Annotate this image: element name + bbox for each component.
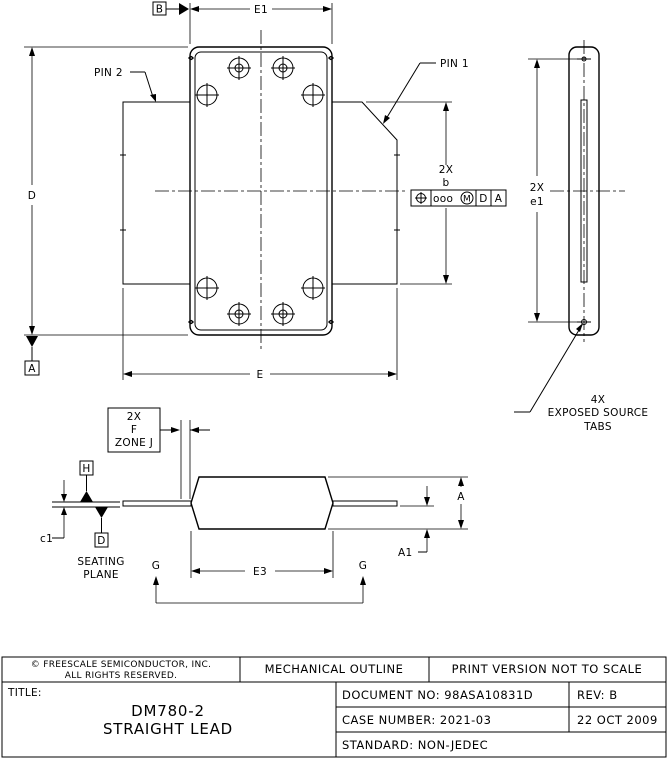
feature-control-frame: ooo M D A (410, 189, 507, 207)
datum-d-label: D (97, 535, 105, 547)
title-label: TITLE: (7, 687, 42, 699)
dim-g-left-label: G (152, 560, 160, 572)
tabs-line1: EXPOSED SOURCE (548, 407, 649, 419)
f-2x: 2X (127, 411, 141, 423)
title-line2: STRAIGHT LEAD (103, 720, 233, 738)
dim-b-label: b (443, 177, 450, 189)
front-lead-left (122, 500, 192, 507)
datum-a-label: A (28, 363, 36, 375)
side-view: 2X e1 4X EXPOSED SOURCE TABS (514, 40, 648, 433)
datum-b-label: B (156, 4, 164, 16)
dim-a-label: A (457, 491, 465, 503)
title-block: © FREESCALE SEMICONDUCTOR, INC. ALL RIGH… (1, 656, 667, 758)
standard: STANDARD: NON-JEDEC (342, 738, 488, 752)
fcf-datum-d: D (479, 193, 487, 205)
datum-h-label: H (82, 463, 90, 475)
pin1-label: PIN 1 (440, 58, 469, 70)
seating-plane-line2: PLANE (83, 569, 119, 581)
fcf-tolerance: ooo (433, 193, 453, 205)
fcf-modifier: M (463, 195, 471, 205)
front-body (190, 476, 334, 530)
dim-b-2x: 2X (439, 164, 453, 176)
copyright-line1: © FREESCALE SEMICONDUCTOR, INC. (31, 660, 212, 670)
dim-c1-label: c1 (40, 533, 53, 545)
copyright-line2: ALL RIGHTS RESERVED. (65, 671, 178, 681)
f-zone: ZONE J (115, 437, 153, 449)
title-line1: DM780-2 (131, 702, 205, 720)
revision: REV: B (577, 688, 618, 702)
tabs-count: 4X (591, 394, 605, 406)
f-letter: F (131, 424, 137, 436)
print-version-note: PRINT VERSION NOT TO SCALE (452, 662, 643, 676)
dim-e1-2x: 2X (530, 182, 544, 194)
pin2-lead (122, 101, 190, 285)
tabs-line2: TABS (583, 421, 612, 433)
revision-date: 22 OCT 2009 (577, 713, 658, 727)
mechanical-outline: MECHANICAL OUTLINE (265, 662, 404, 676)
pin2-label: PIN 2 (94, 67, 123, 79)
pin1-lead (332, 101, 398, 285)
top-view: E1 B D A E PIN 2 PIN 1 (24, 1, 507, 381)
dim-e-label: E (257, 369, 264, 381)
document-number: DOCUMENT NO: 98ASA10831D (342, 688, 533, 702)
seating-plane-line1: SEATING (77, 556, 124, 568)
front-lead-right (332, 500, 398, 507)
fcf-datum-a: A (495, 193, 503, 205)
front-view: 2X F ZONE J H D c1 SEATING PLANE (40, 407, 468, 604)
dim-e1-small-label: e1 (530, 196, 544, 208)
dim-d-label: D (28, 190, 36, 202)
dim-g-right-label: G (359, 560, 367, 572)
mounting-holes (195, 56, 325, 326)
dim-a1-label: A1 (398, 547, 412, 559)
case-number: CASE NUMBER: 2021-03 (342, 713, 491, 727)
dim-e3-label: E3 (253, 566, 267, 578)
dim-e1-label: E1 (254, 4, 268, 16)
